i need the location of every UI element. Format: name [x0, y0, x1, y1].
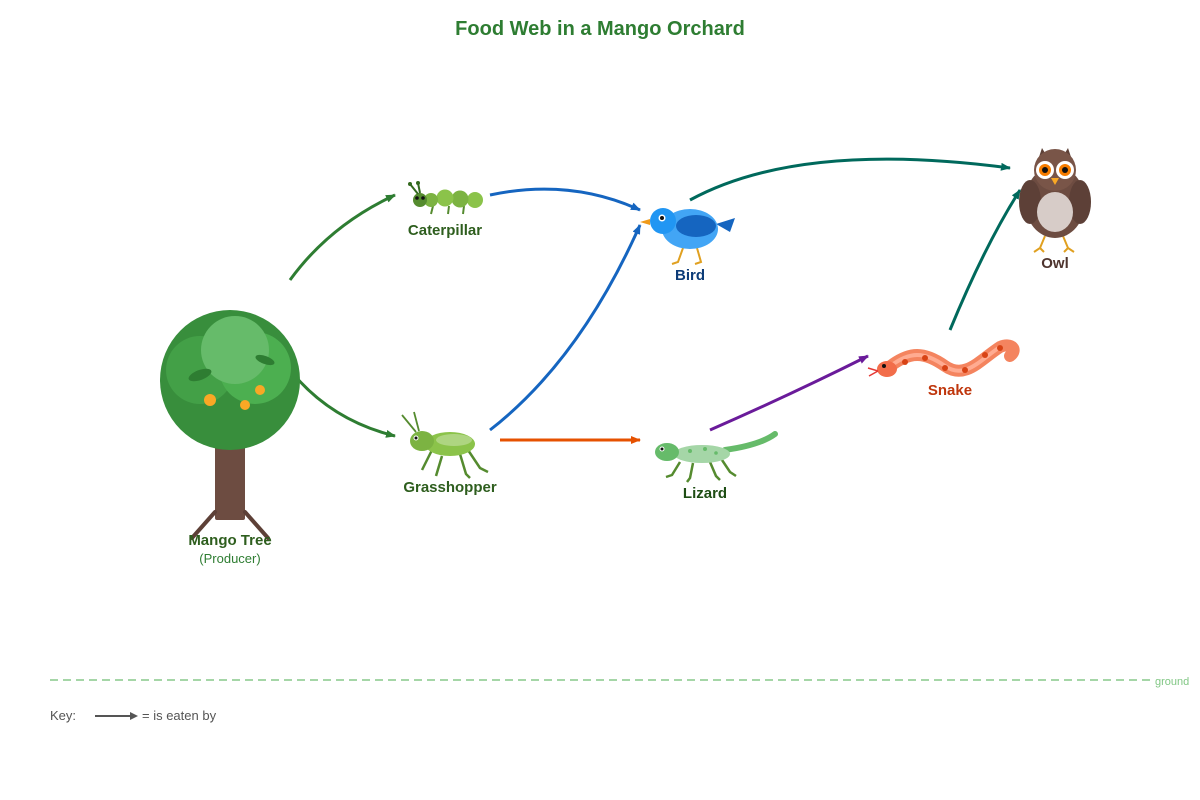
legend-title: Key:: [50, 708, 76, 723]
grasshopper-label: Grasshopper: [403, 479, 497, 496]
arrow-bird-to-owl: [689, 157, 1011, 202]
mango-tree-label: Mango Tree: [188, 532, 271, 549]
bird-icon: [640, 208, 735, 265]
caterpillar-label: Caterpillar: [408, 222, 482, 239]
arrow-grasshopper-to-bird: [489, 224, 642, 432]
arrow-mango-to-caterpillar: [288, 193, 396, 281]
ground-label: ground: [1155, 676, 1189, 688]
bird-label: Bird: [675, 267, 705, 284]
owl-node: Owl: [1019, 148, 1091, 272]
legend: Key: = is eaten by: [50, 708, 217, 723]
arrow-lizard-to-snake: [709, 354, 869, 432]
snake-label: Snake: [928, 382, 972, 399]
owl-icon: [1019, 148, 1091, 253]
caterpillar-icon: [408, 181, 483, 215]
grasshopper-node: Grasshopper: [401, 411, 497, 496]
food-web-arrows: [288, 157, 1022, 444]
mango-tree-icon: [160, 310, 300, 540]
bird-node: Bird: [640, 208, 735, 284]
legend-arrow-icon: [95, 712, 138, 720]
arrow-caterpillar-to-bird: [489, 187, 641, 212]
lizard-icon: [655, 431, 778, 483]
lizard-label: Lizard: [683, 485, 727, 502]
legend-description: = is eaten by: [142, 708, 217, 723]
arrow-mango-to-grasshopper: [288, 369, 396, 438]
lizard-node: Lizard: [655, 431, 778, 502]
snake-node: Snake: [867, 339, 1020, 399]
diagram-title: Food Web in a Mango Orchard: [455, 18, 745, 40]
caterpillar-node: Caterpillar: [408, 181, 483, 239]
snake-icon: [867, 339, 1020, 377]
arrow-snake-to-owl: [948, 189, 1022, 331]
grasshopper-icon: [401, 411, 489, 479]
mango-tree-node: Mango Tree (Producer): [160, 310, 300, 566]
producer-role-label: (Producer): [199, 551, 260, 566]
owl-label: Owl: [1041, 255, 1069, 272]
